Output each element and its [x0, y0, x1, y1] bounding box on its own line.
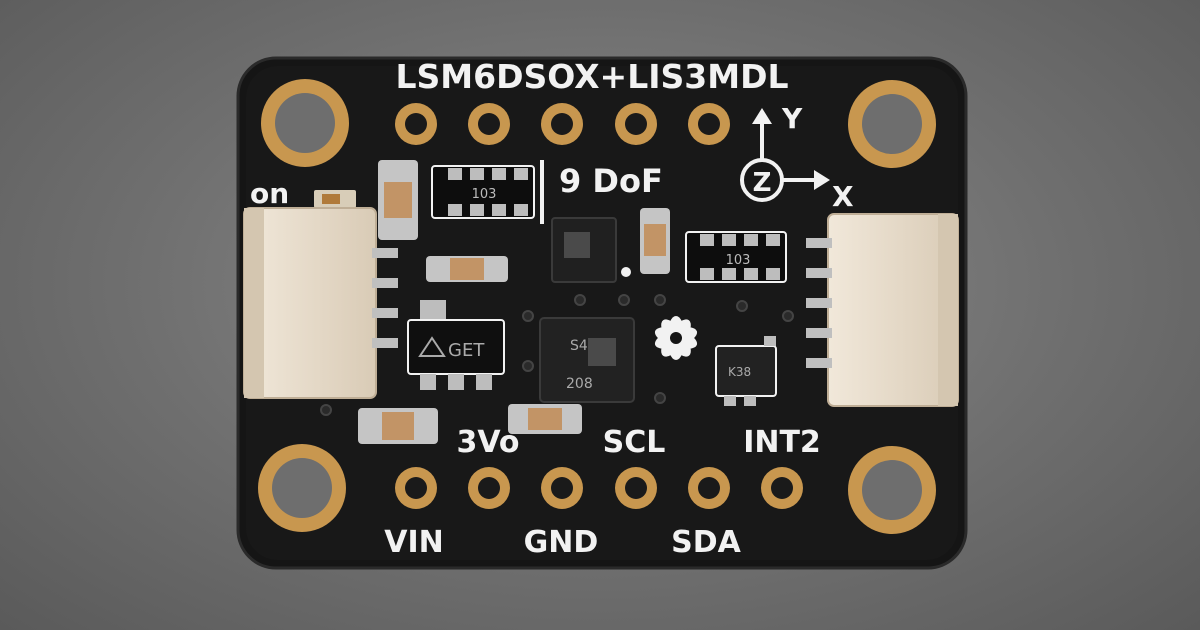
mounting-hole-bottom-right — [848, 446, 936, 534]
board-title: LSM6DSOX+LIS3MDL — [395, 57, 788, 96]
level-shifter-marking: K38 — [728, 365, 751, 379]
vias — [320, 294, 794, 416]
x-axis-label: X — [832, 180, 854, 213]
pin-label-scl: SCL — [603, 425, 666, 460]
mounting-hole-bottom-left — [258, 444, 346, 532]
capacitor-bottom-left — [358, 408, 438, 444]
resistor-array-marking-right: 103 — [726, 253, 751, 268]
board-subtitle: 9 DoF — [559, 162, 663, 200]
on-label: on — [250, 177, 289, 210]
voltage-regulator: GET — [407, 300, 505, 390]
mounting-hole-top-left — [261, 79, 349, 167]
y-axis-label: Y — [781, 102, 803, 135]
imu-chip-marking-2: 208 — [566, 376, 593, 392]
capacitor-mid-left — [426, 256, 508, 282]
level-shifter-chip: K38 — [715, 336, 777, 406]
left-stemma-connector — [243, 207, 398, 399]
capacitor-bottom-mid — [508, 404, 582, 434]
right-stemma-connector — [806, 213, 959, 407]
capacitor-left — [378, 160, 418, 240]
regulator-marking: GET — [448, 340, 485, 361]
pin-label-sda: SDA — [671, 525, 742, 560]
axis-diagram: Z Y X — [740, 102, 854, 213]
top-pin-row — [395, 103, 730, 145]
z-axis-label: Z — [753, 168, 772, 198]
adafruit-flower-logo — [654, 316, 698, 360]
resistor-array-marking: 103 — [472, 187, 497, 202]
pin-label-vin: VIN — [384, 525, 444, 560]
resistor-array-right: 103 — [685, 231, 787, 283]
pin-label-gnd: GND — [524, 525, 599, 560]
imu-chip-marking-1: S4 — [570, 338, 588, 354]
resistor-array-left: 103 — [431, 165, 535, 219]
pin-label-3vo: 3Vo — [456, 425, 519, 460]
mounting-hole-top-right — [848, 80, 936, 168]
bottom-pin-row — [395, 467, 803, 509]
imu-chip: S4 208 — [539, 317, 635, 403]
capacitor-mid-right — [640, 208, 670, 274]
pin-label-int2: INT2 — [743, 425, 821, 460]
magnetometer-chip — [551, 217, 631, 283]
